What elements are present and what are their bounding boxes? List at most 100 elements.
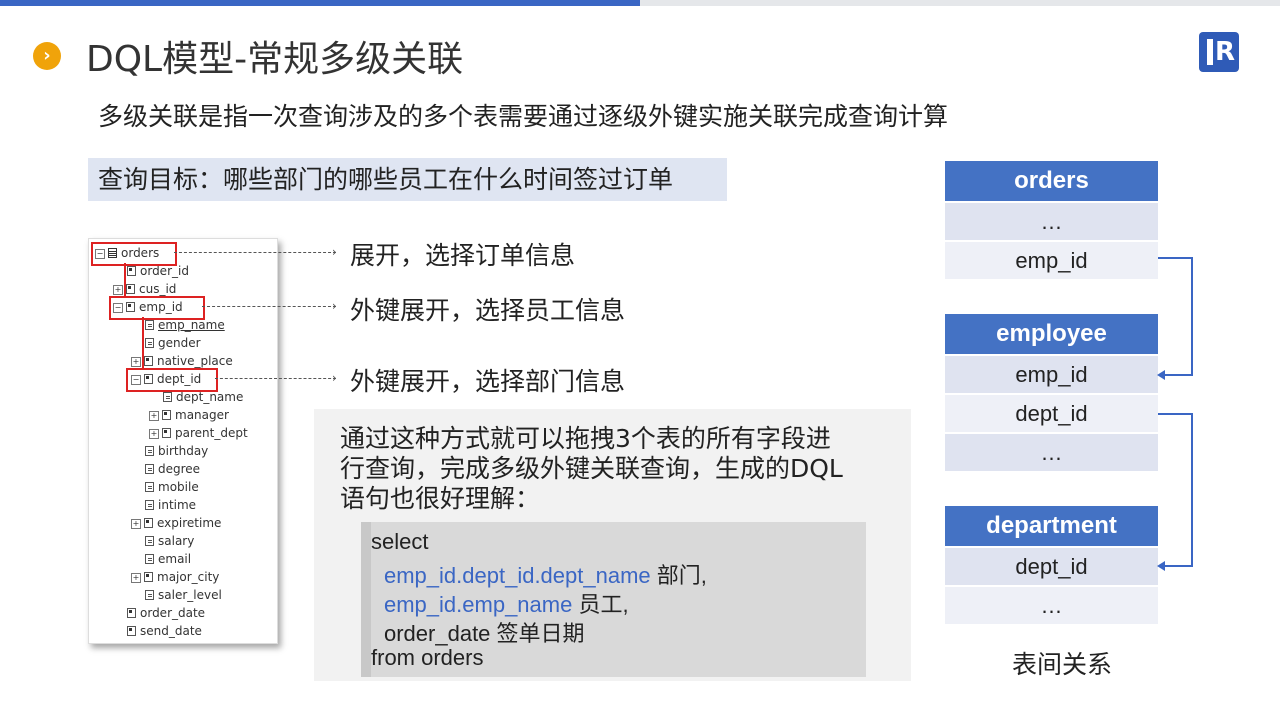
relation-line (1191, 413, 1193, 566)
collapse-icon[interactable]: − (113, 303, 123, 313)
field-icon (145, 500, 154, 510)
tree-node-orders[interactable]: − orders (95, 245, 159, 261)
expand-icon[interactable]: + (131, 573, 141, 583)
tree-label: order_date (140, 606, 206, 620)
department-table-header: department (945, 506, 1158, 546)
highlight-emp-id (109, 296, 205, 320)
tree-label: parent_dept (175, 426, 248, 440)
field-icon (163, 392, 172, 402)
tree-node-parent-dept[interactable]: + parent_dept (149, 425, 248, 441)
arrow-right-icon: › (332, 371, 337, 385)
tree-node-saler-level[interactable]: saler_level (145, 587, 222, 603)
tree-label: cus_id (139, 282, 177, 296)
tree-node-cus-id[interactable]: + cus_id (113, 281, 176, 297)
expand-icon[interactable]: + (149, 411, 159, 421)
key-field-icon (127, 266, 136, 276)
callout-orders: 展开，选择订单信息 (350, 241, 576, 270)
orders-row-ellipsis: … (945, 203, 1158, 240)
tree-node-expiretime[interactable]: + expiretime (131, 515, 221, 531)
tree-node-emp-name[interactable]: emp_name (145, 317, 225, 333)
brand-logo: R (1199, 32, 1239, 72)
tree-label: native_place (157, 354, 233, 368)
connector-line (142, 317, 144, 368)
tree-label: emp_id (139, 300, 183, 314)
arrow-right-icon: › (332, 245, 337, 259)
tree-node-gender[interactable]: gender (145, 335, 201, 351)
callout-arrow-1 (174, 252, 336, 253)
code-line: from orders (371, 645, 484, 670)
top-progress-bar (0, 0, 1280, 6)
code-field: emp_id.dept_id.dept_name (384, 563, 651, 588)
callout-department: 外键展开，选择部门信息 (350, 367, 626, 396)
tree-node-order-id[interactable]: order_id (127, 263, 189, 279)
tree-node-intime[interactable]: intime (145, 497, 196, 513)
expand-icon[interactable]: + (131, 519, 141, 529)
key-field-icon (144, 374, 153, 384)
key-field-icon (144, 356, 153, 366)
connector-line (124, 263, 126, 296)
top-progress-accent (0, 0, 640, 6)
tree-node-major-city[interactable]: + major_city (131, 569, 219, 585)
tree-node-birthday[interactable]: birthday (145, 443, 208, 459)
dql-code-block: select emp_id.dept_id.dept_name 部门, emp_… (361, 522, 866, 677)
tree-node-mobile[interactable]: mobile (145, 479, 199, 495)
relation-line (1164, 565, 1193, 567)
field-icon (145, 590, 154, 600)
tree-node-send-date[interactable]: send_date (127, 623, 202, 639)
expand-icon[interactable]: + (131, 357, 141, 367)
key-field-icon (144, 572, 153, 582)
tree-label: orders (121, 246, 160, 260)
query-goal: 查询目标：哪些部门的哪些员工在什么时间签过订单 (88, 158, 727, 201)
department-row-dept-id: dept_id (945, 548, 1158, 585)
field-icon (145, 320, 154, 330)
explanation-line: 语句也很好理解： (340, 484, 541, 513)
code-line: order_date 签单日期 (384, 621, 585, 646)
key-field-icon (126, 302, 135, 312)
tree-label: dept_name (176, 390, 244, 404)
tree-label: major_city (157, 570, 220, 584)
collapse-icon[interactable]: − (95, 249, 105, 259)
key-field-icon (162, 428, 171, 438)
tree-label: email (158, 552, 192, 566)
code-line: emp_id.dept_id.dept_name 部门, (384, 558, 707, 590)
key-field-icon (127, 608, 136, 618)
collapse-icon[interactable]: − (131, 375, 141, 385)
tree-node-manager[interactable]: +manager (149, 407, 229, 423)
employee-row-ellipsis: … (945, 434, 1158, 471)
tree-label: degree (158, 462, 201, 476)
relations-caption: 表间关系 (1012, 650, 1113, 679)
relation-line (1164, 374, 1193, 376)
field-icon (145, 482, 154, 492)
code-line: emp_id.emp_name 员工, (384, 587, 629, 619)
tree-label: expiretime (157, 516, 222, 530)
code-line: select (371, 529, 429, 554)
tree-node-email[interactable]: email (145, 551, 191, 567)
tree-node-emp-id[interactable]: − emp_id (113, 299, 183, 315)
page-subtitle: 多级关联是指一次查询涉及的多个表需要通过逐级外键实施关联完成查询计算 (98, 102, 949, 131)
expand-icon[interactable]: + (113, 285, 123, 295)
tree-node-dept-id[interactable]: −dept_id (131, 371, 201, 387)
tree-node-order-date[interactable]: order_date (127, 605, 205, 621)
callout-arrow-3 (215, 378, 336, 379)
code-field: emp_id.emp_name (384, 592, 573, 617)
tree-node-dept-name[interactable]: dept_name (163, 389, 243, 405)
tree-node-native-place[interactable]: + native_place (131, 353, 233, 369)
table-icon (108, 248, 117, 258)
highlight-orders (91, 242, 177, 266)
arrow-left-icon (1157, 561, 1165, 571)
field-tree: − orders order_id + cus_id − emp_id emp_nam… (88, 238, 278, 644)
tree-label: intime (158, 498, 197, 512)
highlight-dept-id (126, 368, 218, 392)
key-field-icon (162, 410, 171, 420)
key-field-icon (127, 626, 136, 636)
tree-node-degree[interactable]: degree (145, 461, 200, 477)
employee-row-dept-id: dept_id (945, 395, 1158, 432)
expand-icon[interactable]: + (149, 429, 159, 439)
tree-label: send_date (140, 624, 202, 638)
tree-label: salary (158, 534, 195, 548)
explanation-line: 行查询，完成多级外键关联查询，生成的DQL (340, 454, 843, 483)
tree-node-salary[interactable]: salary (145, 533, 194, 549)
relation-line (1158, 257, 1192, 259)
tree-label: gender (158, 336, 201, 350)
orders-row-emp-id: emp_id (945, 242, 1158, 279)
